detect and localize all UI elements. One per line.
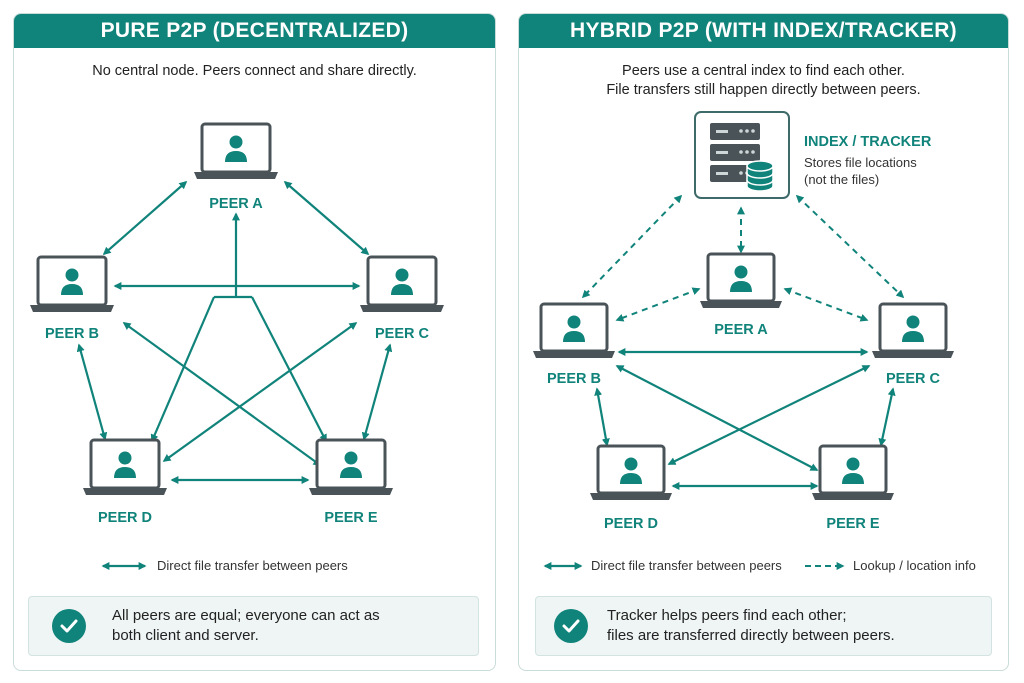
- peer-d-laptop-icon: [81, 438, 169, 497]
- link-b-d: [594, 387, 610, 447]
- pure-p2p-diagram: PEER A PEER B PEER C PEER D PEER E Direc…: [28, 122, 446, 573]
- lookup-a-b: [615, 287, 701, 322]
- pure-p2p-note: All peers are equal; everyone can act as…: [28, 596, 479, 656]
- pure-p2p-panel: PURE P2P (DECENTRALIZED) No central node…: [13, 13, 496, 671]
- link-a-e: [251, 296, 327, 443]
- link-a-b: [102, 180, 188, 256]
- pure-p2p-title: PURE P2P (DECENTRALIZED): [14, 14, 495, 48]
- hybrid-p2p-subtitle: Peers use a central index to find each o…: [606, 63, 921, 98]
- hybrid-p2p-panel: HYBRID P2P (WITH INDEX/TRACKER) Peers us…: [518, 13, 1009, 671]
- lookup-a-c: [783, 287, 869, 322]
- peer-e-laptop-icon: [307, 438, 395, 497]
- lookup-tracker-b: [581, 194, 683, 299]
- peer-b-laptop-icon: [531, 302, 617, 360]
- peer-b-laptop-icon: [28, 255, 116, 314]
- database-icon: [746, 160, 774, 192]
- link-c-e: [361, 343, 393, 441]
- hybrid-note-text: Tracker helps peers find each other; fil…: [607, 607, 895, 644]
- peer-a-laptop-icon: [698, 252, 784, 310]
- peer-d-laptop-icon: [588, 444, 674, 502]
- pure-p2p-subtitle: No central node. Peers connect and share…: [92, 63, 417, 79]
- peer-e-label: PEER E: [826, 516, 880, 532]
- hybrid-p2p-note: Tracker helps peers find each other; fil…: [535, 596, 992, 656]
- check-icon: [52, 609, 86, 643]
- lookup-connections: [581, 194, 905, 322]
- pure-connections: [76, 180, 393, 484]
- link-b-d: [76, 343, 108, 441]
- tracker-desc-2: (not the files): [804, 172, 879, 187]
- link-a-c: [283, 180, 370, 256]
- tracker-title: INDEX / TRACKER: [804, 134, 932, 150]
- peer-c-label: PEER C: [886, 371, 941, 387]
- peer-c-laptop-icon: [358, 255, 446, 314]
- peer-d-label: PEER D: [98, 510, 152, 526]
- direct-connections: [594, 348, 896, 490]
- peer-e-label: PEER E: [324, 510, 378, 526]
- pure-legend-text: Direct file transfer between peers: [157, 558, 348, 573]
- link-a-hub: [214, 214, 252, 299]
- link-c-d: [667, 365, 871, 465]
- hybrid-legend-lookup: Lookup / location info: [853, 558, 976, 573]
- hybrid-p2p-diagram: INDEX / TRACKER Stores file locations (n…: [531, 111, 976, 573]
- peer-d-label: PEER D: [604, 516, 658, 532]
- link-c-e: [878, 387, 896, 447]
- hybrid-legend-direct: Direct file transfer between peers: [591, 558, 782, 573]
- peer-c-label: PEER C: [375, 326, 430, 342]
- peer-e-laptop-icon: [810, 444, 896, 502]
- peer-a-label: PEER A: [209, 196, 263, 212]
- pure-note-text: All peers are equal; everyone can act as…: [112, 607, 380, 644]
- index-tracker: [694, 111, 790, 199]
- peer-a-laptop-icon: [192, 122, 280, 181]
- lookup-tracker-c: [795, 194, 905, 299]
- peer-a-label: PEER A: [714, 322, 768, 338]
- peer-b-label: PEER B: [547, 371, 601, 387]
- tracker-desc-1: Stores file locations: [804, 155, 917, 170]
- link-c-d: [162, 322, 358, 462]
- link-a-d: [150, 296, 216, 443]
- hybrid-p2p-title: HYBRID P2P (WITH INDEX/TRACKER): [519, 14, 1008, 48]
- peer-c-laptop-icon: [870, 302, 956, 360]
- peer-b-label: PEER B: [45, 326, 99, 342]
- check-icon: [554, 609, 588, 643]
